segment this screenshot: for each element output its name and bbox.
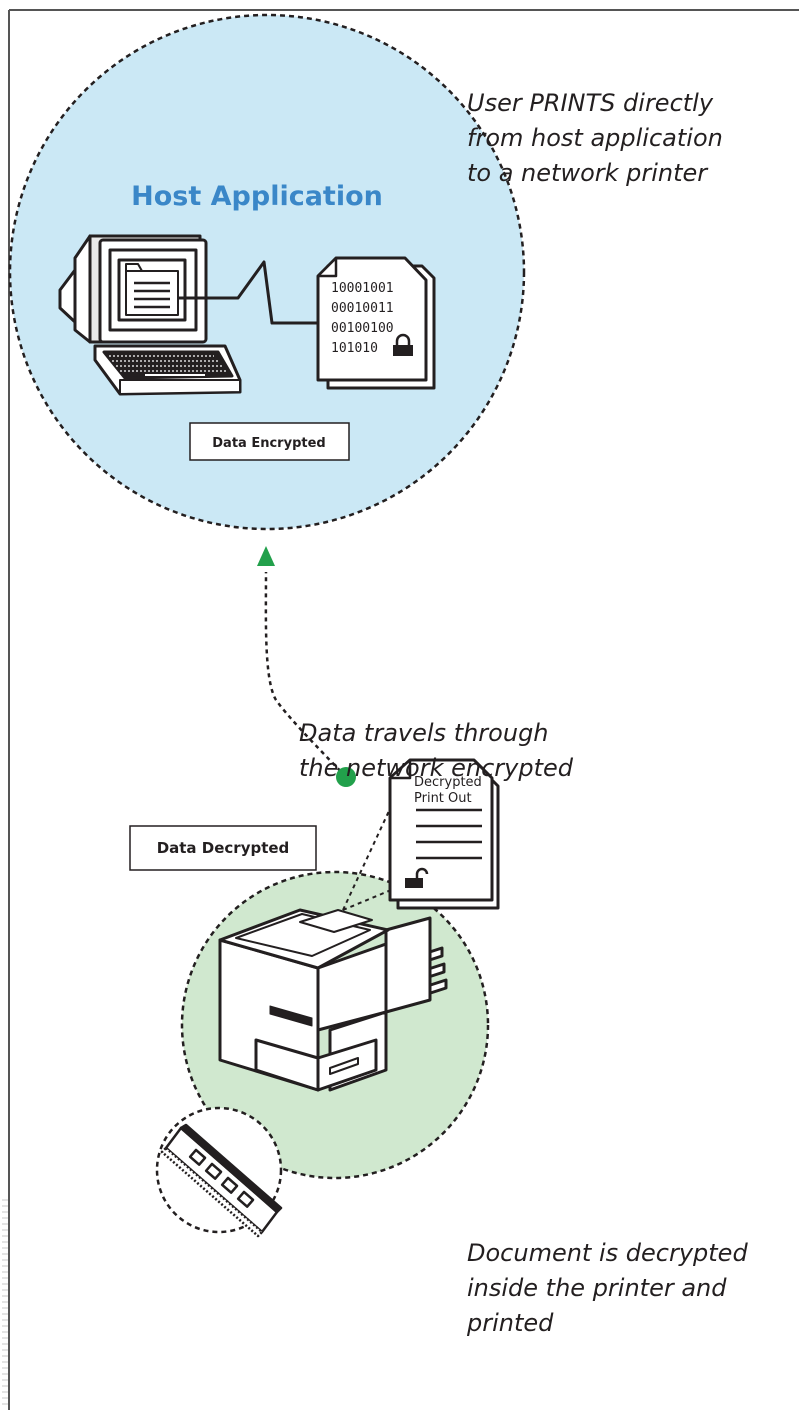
- printout-title-line-1: Decrypted: [414, 775, 482, 790]
- caption-line: inside the printer and: [467, 1274, 727, 1302]
- open-lock-icon: [405, 867, 429, 888]
- host-application-title: Host Application: [131, 181, 383, 212]
- binary-line: 00010011: [331, 301, 394, 316]
- keyboard-icon: [93, 344, 242, 396]
- memory-module-icon: [160, 1123, 283, 1238]
- printer-icon: [218, 908, 448, 1092]
- caption-data-travels: Data travels through the network encrypt…: [299, 716, 573, 786]
- computer-monitor-icon: [58, 234, 208, 344]
- caption-user-prints: User PRINTS directly from host applicati…: [467, 86, 723, 191]
- host-application-circle: [8, 13, 526, 531]
- caption-line: from host application: [467, 124, 723, 152]
- data-decrypted-text: Data Decrypted: [157, 839, 290, 857]
- closed-lock-icon: [393, 333, 413, 356]
- binary-data-text: 10001001 00010011 00100100 101010: [331, 281, 394, 356]
- page-border: [8, 9, 799, 1410]
- left-edge-texture: [2, 1199, 8, 1405]
- binary-line: 10001001: [331, 281, 394, 296]
- network-arrow-head: [257, 546, 275, 566]
- data-encrypted-text: Data Encrypted: [212, 436, 325, 451]
- caption-line: User PRINTS directly: [467, 89, 714, 117]
- caption-line: Document is decrypted: [467, 1239, 748, 1267]
- connection-cable: [178, 260, 318, 325]
- binary-line: 101010: [331, 341, 378, 356]
- caption-line: printed: [467, 1309, 554, 1337]
- data-decrypted-label: Data Decrypted: [129, 825, 317, 871]
- caption-document-decrypted: Document is decrypted inside the printer…: [467, 1236, 748, 1341]
- decrypted-printout-icon: [388, 758, 500, 910]
- caption-line: Data travels through: [299, 719, 549, 747]
- binary-line: 00100100: [331, 321, 394, 336]
- network-endpoint-dot: [336, 767, 356, 787]
- caption-line: to a network printer: [467, 159, 708, 187]
- data-encrypted-label: Data Encrypted: [189, 422, 350, 461]
- printout-title-line-2: Print Out: [414, 791, 472, 806]
- caption-line: the network encrypted: [299, 754, 573, 782]
- network-path-line: [264, 571, 347, 778]
